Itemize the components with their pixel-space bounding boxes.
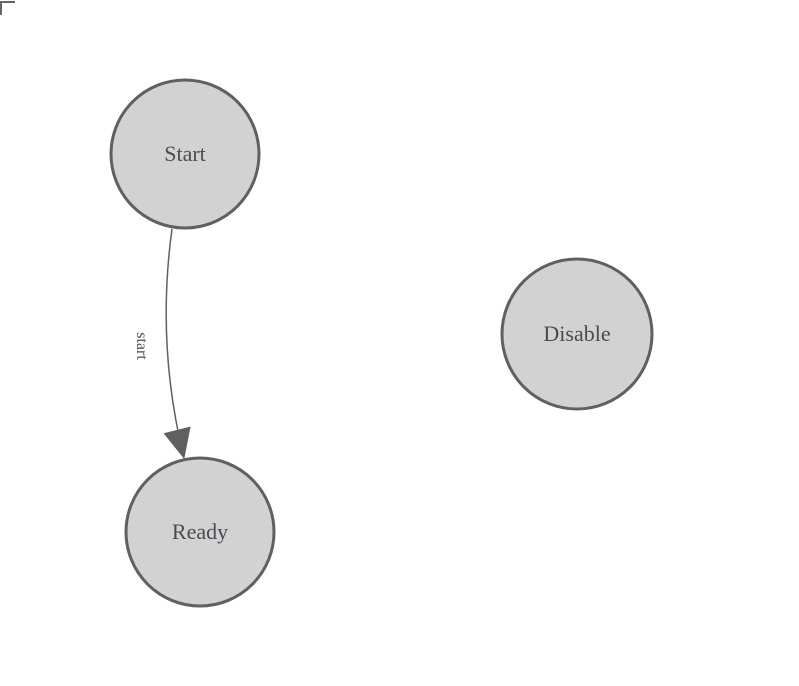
canvas-corner-mark: [0, 1, 15, 15]
edge-label[interactable]: start: [133, 332, 150, 360]
node-disable[interactable]: Disable: [500, 257, 654, 411]
node-start-label: Start: [164, 141, 206, 166]
node-ready-circle[interactable]: [124, 456, 276, 608]
edge-line[interactable]: [163, 228, 191, 459]
node-ready[interactable]: Ready: [124, 456, 276, 608]
node-start[interactable]: Start: [109, 78, 261, 230]
node-ready-label: Ready: [172, 519, 228, 544]
node-disable-circle[interactable]: [500, 257, 654, 411]
node-start-circle[interactable]: [109, 78, 261, 230]
edge-start-to-ready: start: [133, 228, 191, 459]
node-disable-label: Disable: [543, 321, 610, 346]
